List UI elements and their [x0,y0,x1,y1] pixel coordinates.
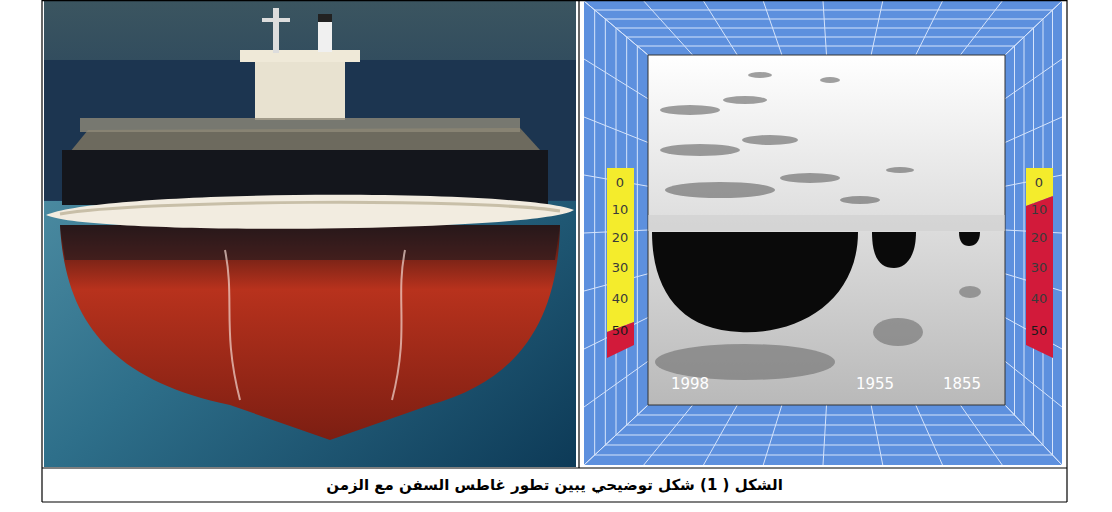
scale-number: 10 [1031,203,1048,216]
draft-comparison-picture [584,1,1062,465]
scale-number: 40 [612,292,629,305]
year-label: 1955 [856,377,894,392]
scale-number: 20 [612,231,629,244]
tanker-picture [44,1,576,467]
scale-number: 50 [612,324,629,337]
scale-number: 30 [612,261,629,274]
scale-number: 30 [1031,261,1048,274]
scale-number: 10 [612,203,629,216]
caption-row: الشكل ( 1) شكل توضيحي يبين تطور غاطس الس… [42,469,1067,501]
scale-number: 40 [1031,292,1048,305]
scale-number: 0 [1035,176,1043,189]
year-label: 1998 [671,377,709,392]
figure-caption: الشكل ( 1) شكل توضيحي يبين تطور غاطس الس… [326,476,783,494]
scale-number: 20 [1031,231,1048,244]
scale-number: 50 [1031,324,1048,337]
scale-number: 0 [616,176,624,189]
table-frame [42,0,1067,502]
year-label: 1855 [943,377,981,392]
